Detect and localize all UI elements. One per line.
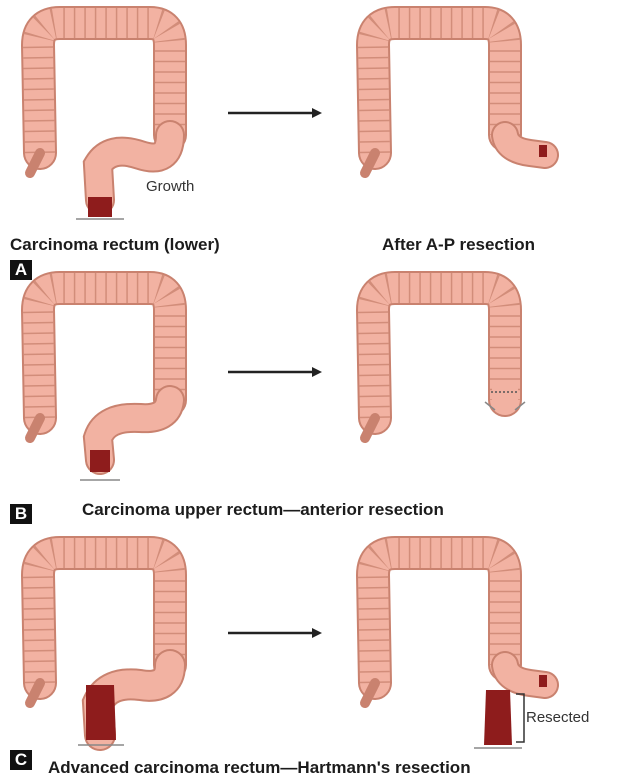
caption-b: Carcinoma upper rectum—anterior resectio… <box>82 500 444 520</box>
arrow-a <box>228 108 322 118</box>
caption-a-right: After A-P resection <box>382 235 535 255</box>
resected-label: Resected <box>526 709 589 726</box>
panel-label-c: C <box>10 750 32 770</box>
panel-label-b: B <box>10 504 32 524</box>
tumor-upper-rectum <box>90 450 110 472</box>
caption-a-left: Carcinoma rectum (lower) <box>10 235 220 255</box>
panel-a-right-colon <box>365 23 547 173</box>
arrow-c <box>228 628 322 638</box>
panel-label-a: A <box>10 260 32 280</box>
growth-label: Growth <box>146 178 194 195</box>
panel-c-left-colon <box>30 553 170 745</box>
resected-segment <box>474 690 524 748</box>
caption-c: Advanced carcinoma rectum—Hartmann's res… <box>48 758 471 778</box>
stoma <box>539 145 547 157</box>
stoma <box>539 675 547 687</box>
arrow-b <box>228 367 322 377</box>
tumor-growth <box>88 197 112 217</box>
panel-b-left-colon <box>30 288 170 480</box>
panel-c-right-colon <box>365 553 547 703</box>
panel-b-right-colon <box>365 288 525 438</box>
